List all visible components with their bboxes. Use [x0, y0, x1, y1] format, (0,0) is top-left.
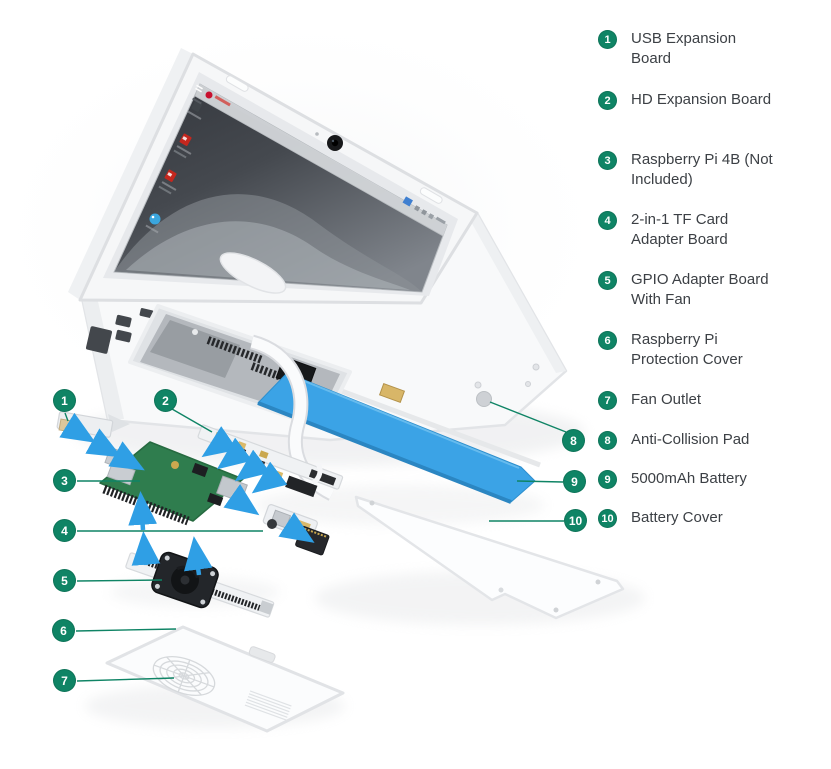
- mic-hole: [315, 132, 319, 136]
- legend-badge-6: 6: [598, 331, 617, 350]
- legend-label-5: GPIO Adapter Board With Fan: [631, 271, 769, 308]
- raspberry-menu-icon: [195, 84, 231, 107]
- legend-item-8: 8 Anti-Collision Pad: [598, 430, 773, 450]
- legend-item-5: 5 GPIO Adapter Board With Fan: [598, 270, 773, 310]
- laptop-lid: [68, 48, 479, 305]
- callout-badge-10: 10: [564, 509, 587, 532]
- legend-badge-5: 5: [598, 271, 617, 290]
- legend-badge-8: 8: [598, 431, 617, 450]
- legend-label-2: HD Expansion Board: [631, 91, 772, 108]
- legend-item-7: 7 Fan Outlet: [598, 390, 773, 410]
- legend-label-6: Raspberry Pi Protection Cover: [631, 331, 743, 368]
- callout-badge-4: 4: [53, 519, 76, 542]
- anti-collision-pad: [476, 391, 492, 407]
- desktop-icons: [145, 97, 203, 234]
- taskbar: [194, 84, 447, 237]
- callout-badge-2: 2: [154, 389, 177, 412]
- callout-badge-8: 8: [562, 429, 585, 452]
- legend-item-2: 2 HD Expansion Board: [598, 90, 773, 110]
- legend-badge-10: 10: [598, 509, 617, 528]
- legend-item-6: 6 Raspberry Pi Protection Cover: [598, 330, 773, 370]
- parts-legend: 1 USB Expansion Board 2 HD Expansion Boa…: [598, 0, 831, 769]
- legend-label-3: Raspberry Pi 4B (Not Included): [631, 151, 773, 188]
- legend-badge-3: 3: [598, 151, 617, 170]
- callout-badge-1: 1: [53, 389, 76, 412]
- legend-badge-4: 4: [598, 211, 617, 230]
- bezel-pad-2: [419, 187, 443, 204]
- legend-label-4: 2-in-1 TF Card Adapter Board: [631, 211, 729, 248]
- leader-lines: [64, 401, 567, 682]
- legend-label-9: 5000mAh Battery: [631, 470, 747, 487]
- side-ports: [85, 308, 154, 354]
- battery-cover: [354, 495, 625, 620]
- bezel-pad: [225, 75, 249, 92]
- cover-tab: [248, 646, 276, 663]
- callout-badge-7: 7: [53, 669, 76, 692]
- legend-badge-9: 9: [598, 470, 617, 489]
- micro-sd-card: [295, 525, 330, 556]
- legend-badge-7: 7: [598, 391, 617, 410]
- system-tray: [402, 196, 446, 225]
- legend-label-1: USB Expansion Board: [631, 30, 737, 67]
- pdf-shortcut-icon-2: [158, 169, 177, 195]
- speaker-grille: [244, 690, 292, 721]
- app-shortcut-icon: [145, 213, 161, 234]
- legend-item-3: 3 Raspberry Pi 4B (Not Included): [598, 150, 773, 190]
- desktop-screen: [113, 83, 448, 293]
- hinge-cover: [219, 252, 287, 294]
- protection-cover: [105, 625, 345, 733]
- legend-label-7: Fan Outlet: [631, 391, 702, 408]
- legend-item-4: 4 2-in-1 TF Card Adapter Board: [598, 210, 773, 250]
- pdf-shortcut-icon: [173, 133, 192, 159]
- legend-item-9: 9 5000mAh Battery: [598, 469, 773, 489]
- legend-badge-2: 2: [598, 91, 617, 110]
- callout-badge-6: 6: [52, 619, 75, 642]
- legend-item-10: 10 Battery Cover: [598, 508, 773, 528]
- legend-label-10: Battery Cover: [631, 509, 723, 526]
- assembly-arrows: [59, 412, 315, 576]
- webcam-icon: [315, 132, 343, 151]
- trash-icon: [187, 97, 203, 120]
- callout-badge-5: 5: [53, 569, 76, 592]
- legend-item-1: 1 USB Expansion Board: [598, 29, 773, 69]
- callout-badge-9: 9: [563, 470, 586, 493]
- legend-label-8: Anti-Collision Pad: [631, 431, 750, 448]
- callout-badge-3: 3: [53, 469, 76, 492]
- legend-badge-1: 1: [598, 30, 617, 49]
